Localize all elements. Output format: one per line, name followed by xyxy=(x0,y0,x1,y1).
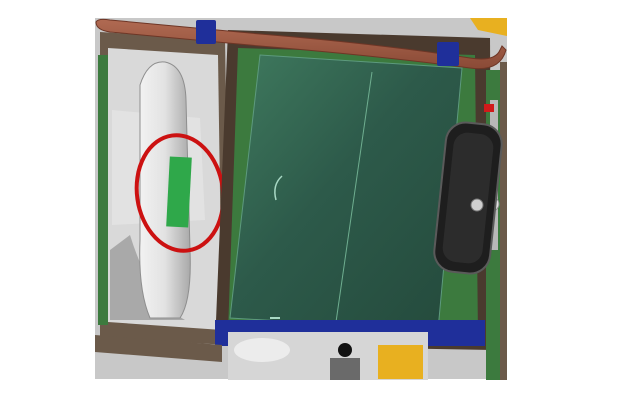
lever-knob xyxy=(338,343,352,357)
mirror-glass xyxy=(442,132,494,264)
b-pillar xyxy=(139,61,191,319)
roof-accent xyxy=(470,18,507,36)
glass-crease xyxy=(335,71,373,323)
left-sill xyxy=(95,335,222,362)
right-post-edge xyxy=(500,62,507,380)
door-handle-icon xyxy=(470,198,484,212)
warning-label xyxy=(166,156,192,228)
rail-mount-right xyxy=(437,42,459,66)
door-sill xyxy=(215,320,485,380)
rail-mount-left xyxy=(196,20,216,44)
glass-reflection xyxy=(274,175,283,201)
door-glass xyxy=(229,54,463,331)
